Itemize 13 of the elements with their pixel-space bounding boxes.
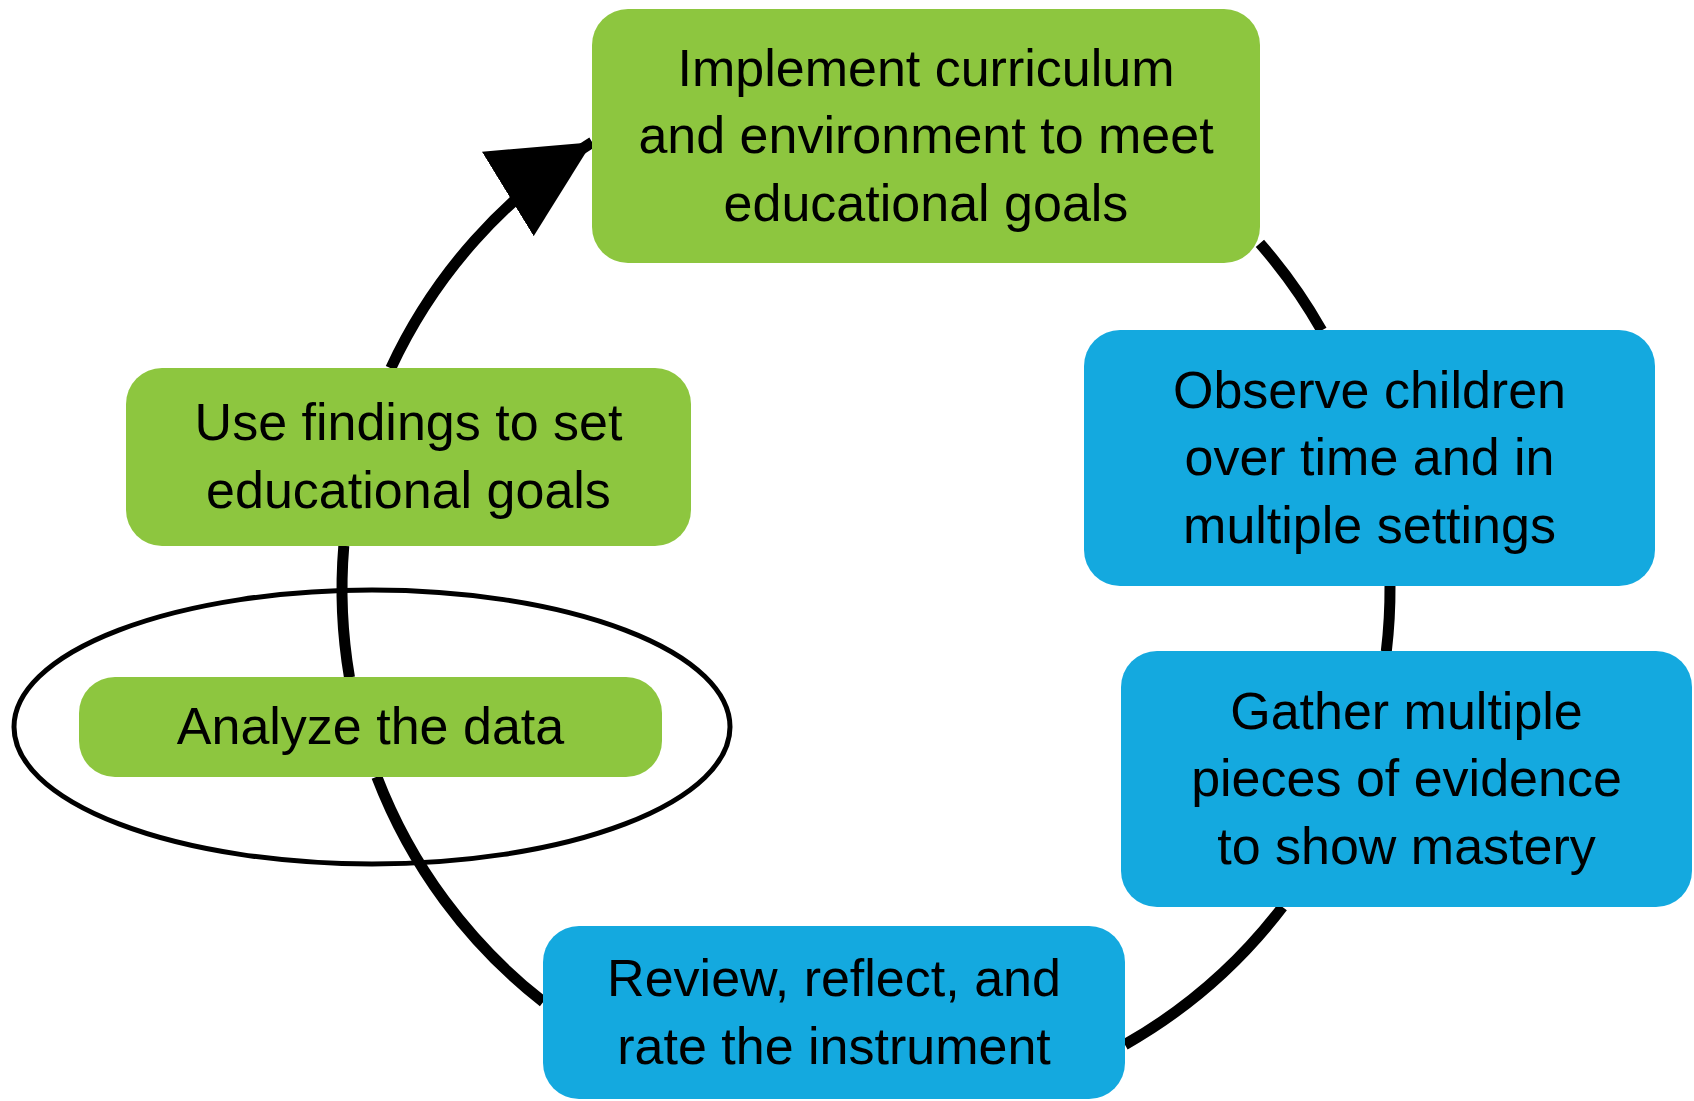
step-box (543, 926, 1125, 1099)
step-label: Gather multiple pieces of evidence to show mastery (1190, 680, 1623, 877)
step-label: Use findings to set educational goals (193, 392, 624, 521)
step-label: Observe children over time and in multiple settings (1171, 359, 1568, 556)
step-box (592, 9, 1260, 263)
step-label: Analyze the data (176, 696, 565, 758)
step-box (79, 677, 662, 777)
cycle-line (1380, 585, 1396, 653)
step-box (1121, 651, 1692, 907)
step-label: Review, reflect, and rate the instrument (606, 947, 1062, 1077)
step-box (1084, 330, 1655, 586)
step-label: Implement curriculum and environment to meet educational goals (637, 37, 1215, 234)
step-box (126, 368, 691, 546)
